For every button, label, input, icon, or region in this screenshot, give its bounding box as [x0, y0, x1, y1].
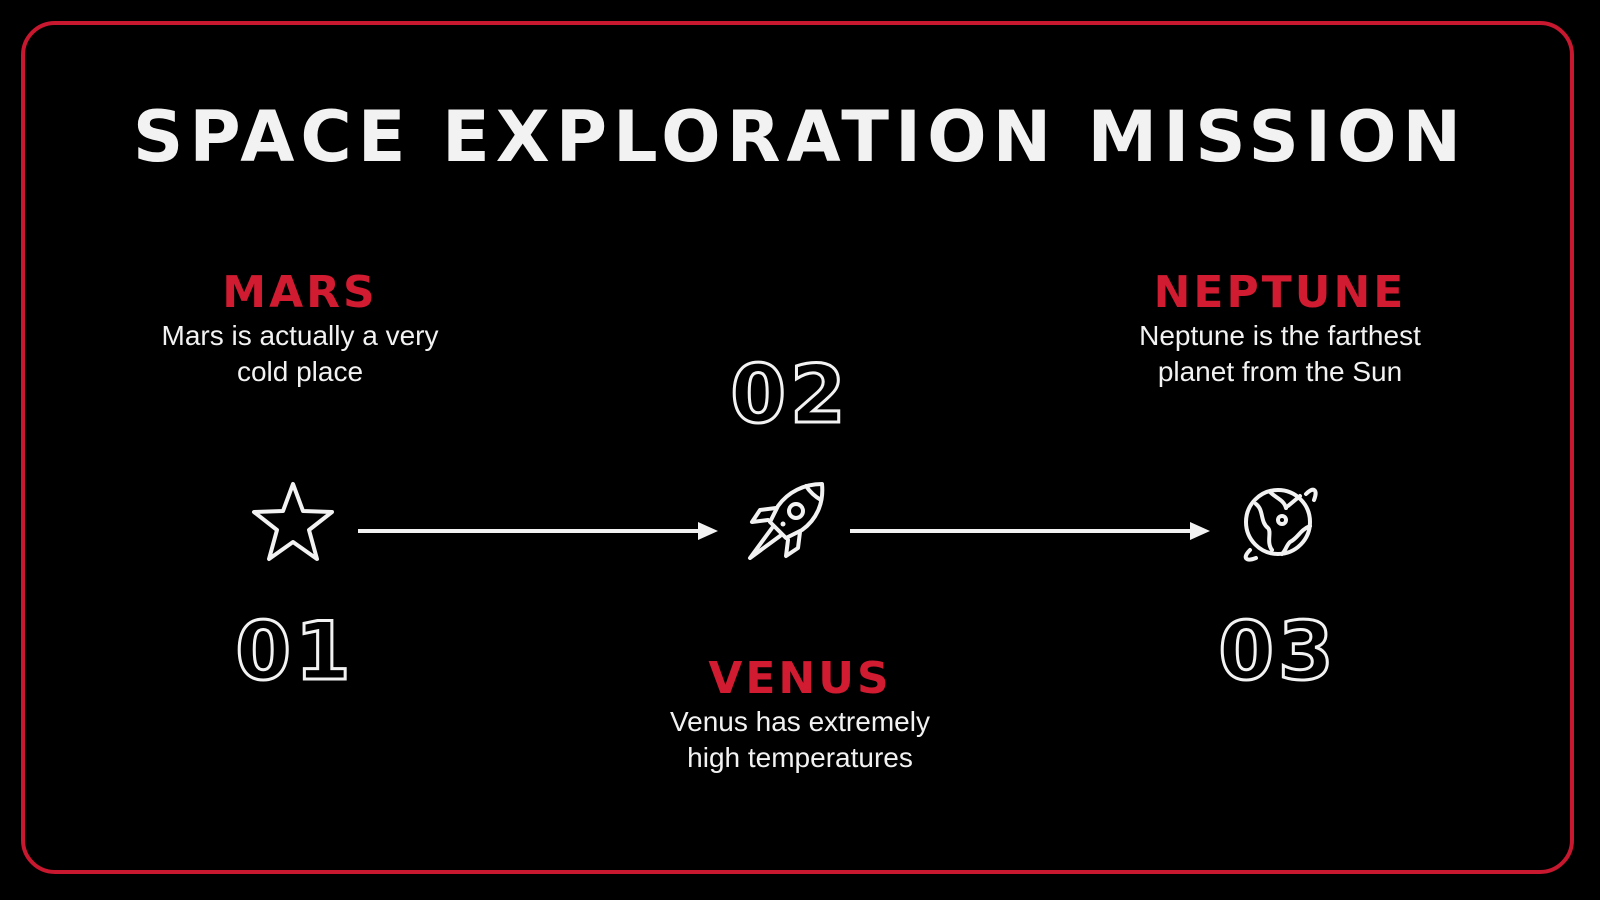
step-2-number: 02 [729, 348, 850, 441]
step-1-description-line1: Mars is actually a very [161, 320, 439, 351]
arrow-right-icon [850, 522, 1210, 540]
rocket-icon [748, 482, 825, 560]
step-1-heading: MARS [222, 267, 378, 318]
star-icon [252, 482, 334, 561]
step-1-description-line2: cold place [236, 356, 364, 387]
step-2-description-line2: high temperatures [687, 742, 913, 773]
step-3-text: NEPTUNE Neptune is the farthest planet f… [1100, 268, 1460, 390]
arrow-right-icon [358, 522, 718, 540]
step-3-description-line2: planet from the Sun [1157, 356, 1403, 387]
planet-icon [1243, 487, 1318, 562]
slide-frame [21, 21, 1574, 874]
step-2-description-line1: Venus has extremely [670, 706, 930, 737]
step-2-heading: VENUS [708, 653, 892, 704]
step-2-text: VENUS Venus has extremely high temperatu… [615, 654, 985, 776]
step-1-text: MARS Mars is actually a very cold place [130, 268, 470, 390]
step-1-number: 01 [234, 605, 355, 698]
slide-title: SPACE EXPLORATION MISSION [132, 96, 1468, 178]
step-3-description-line1: Neptune is the farthest [1139, 320, 1421, 351]
step-3-number: 03 [1217, 605, 1338, 698]
step-3-heading: NEPTUNE [1153, 267, 1407, 318]
